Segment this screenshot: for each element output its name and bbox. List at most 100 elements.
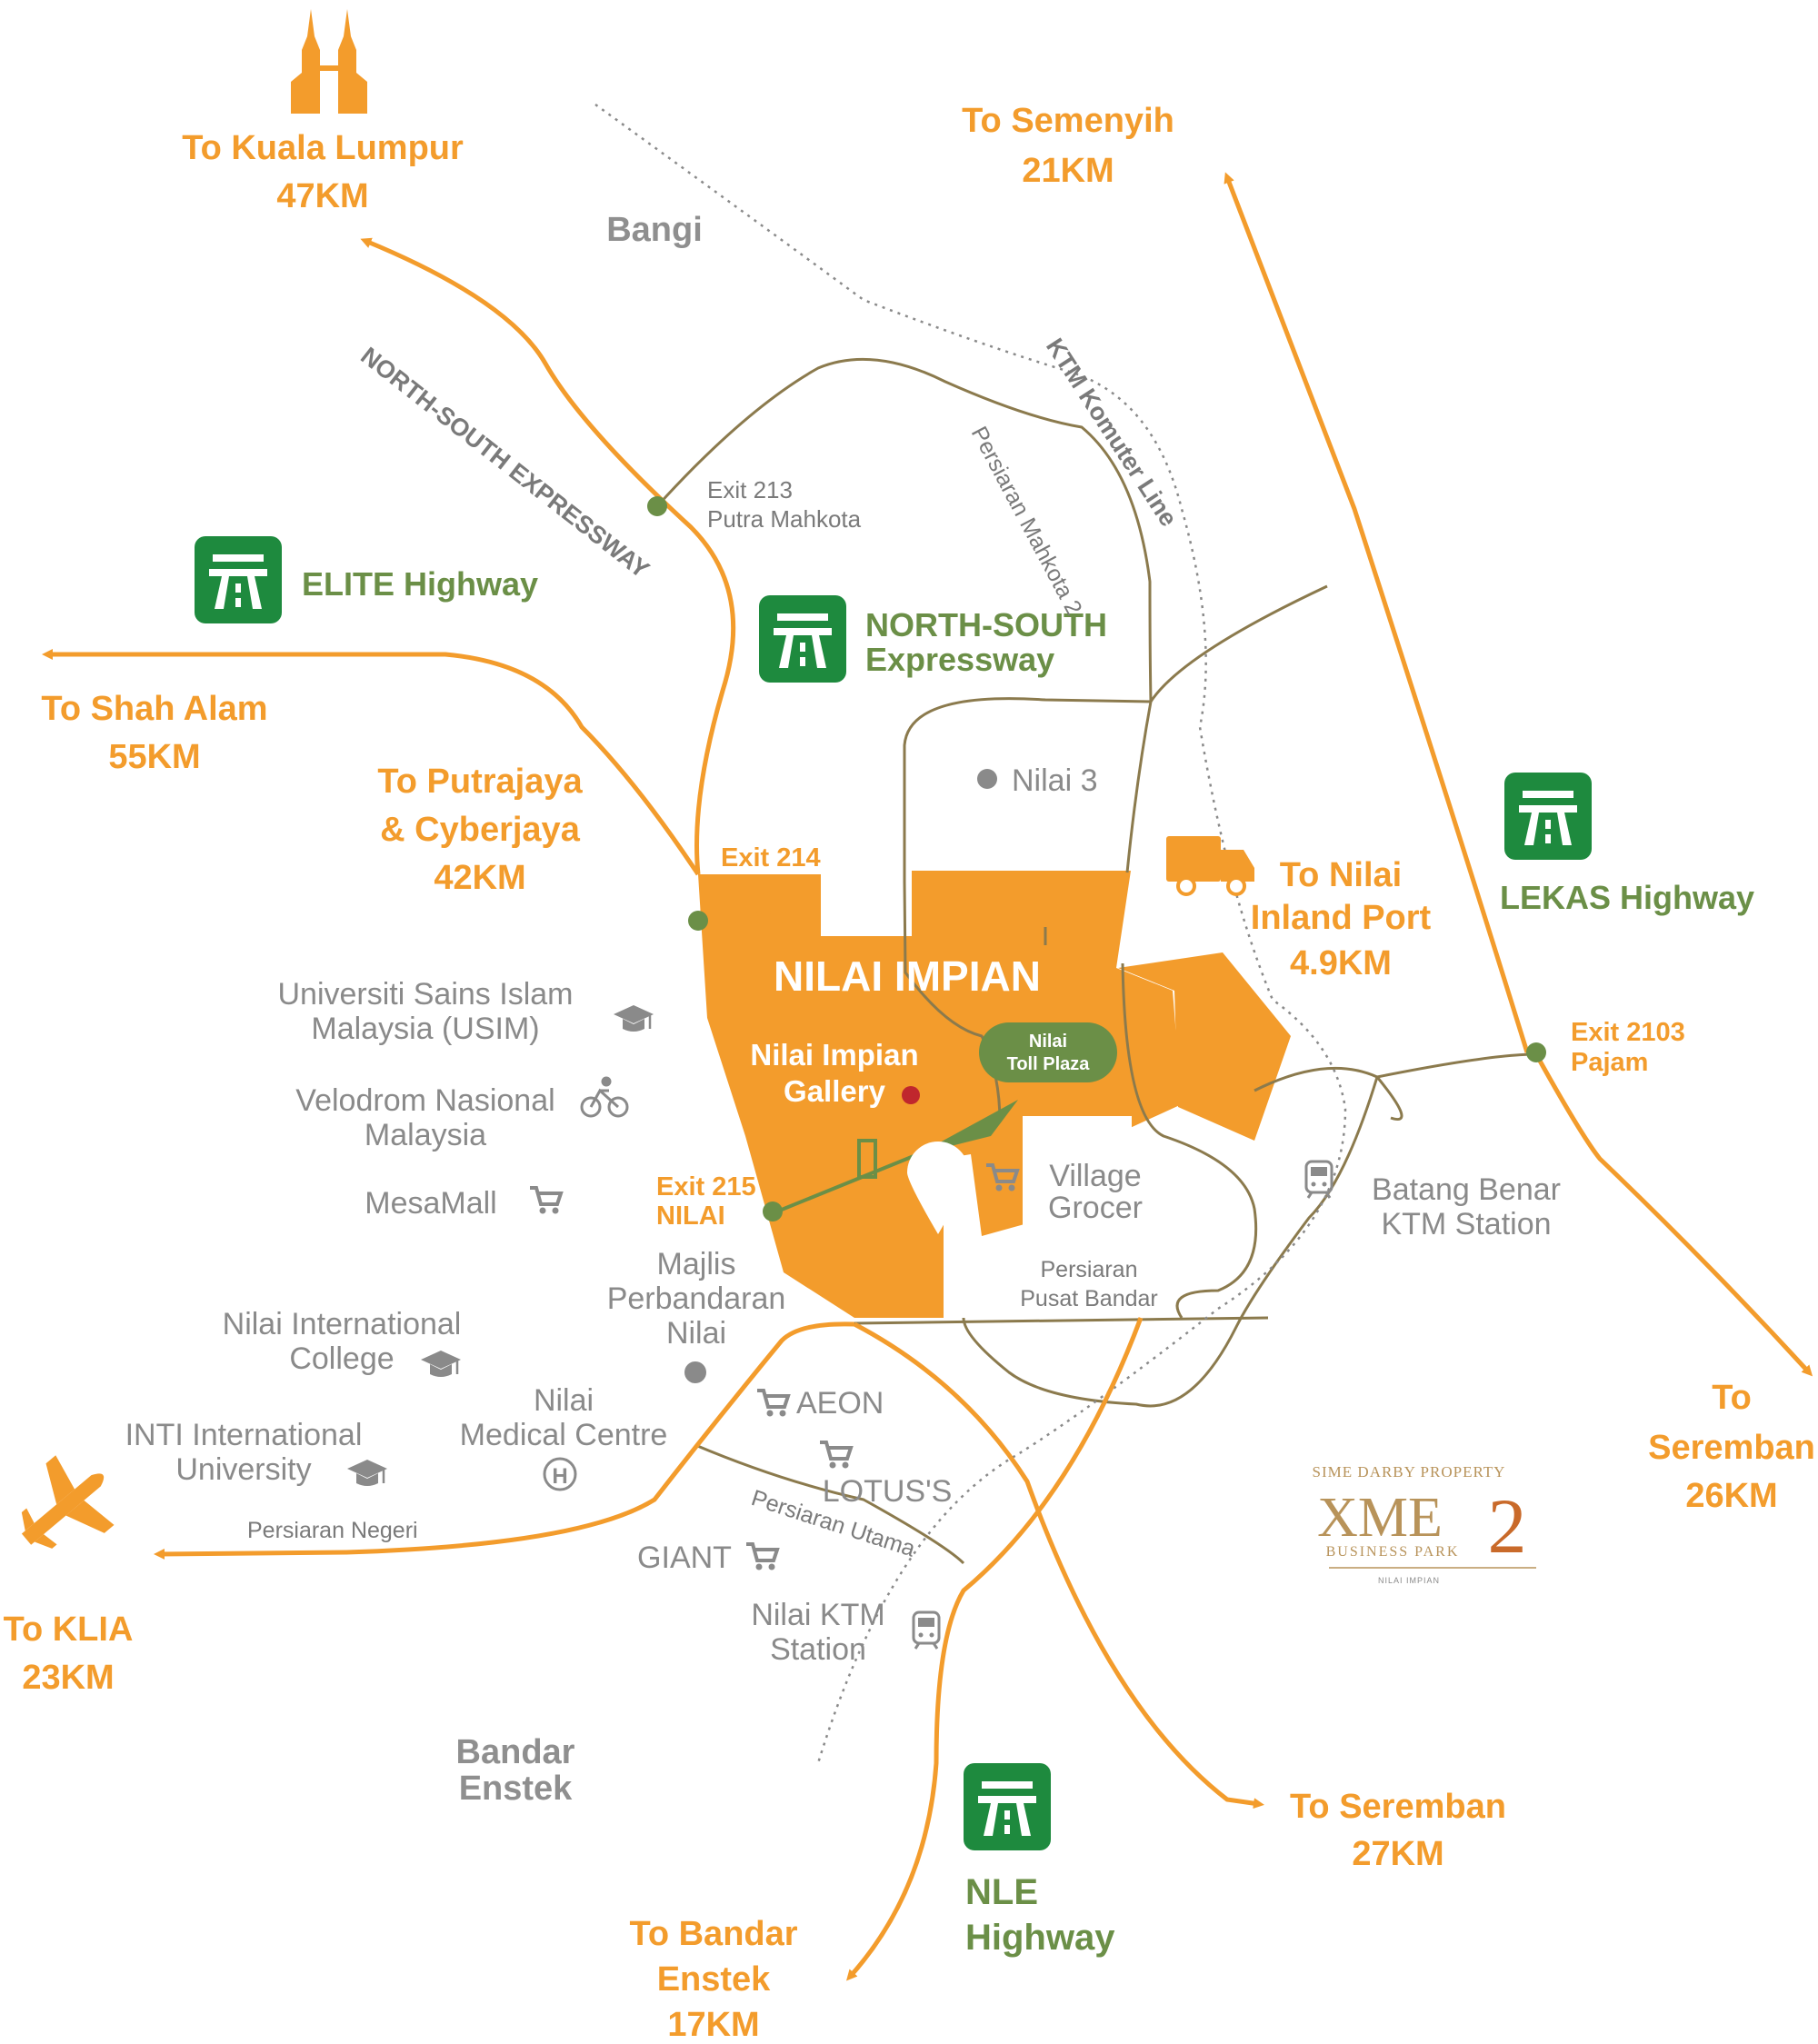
highway-icon <box>1504 773 1592 860</box>
svg-text:Putra Mahkota: Putra Mahkota <box>707 505 862 533</box>
svg-text:NILAI: NILAI <box>656 1201 725 1231</box>
svg-text:Universiti Sains Islam: Universiti Sains Islam <box>278 977 574 1012</box>
dot-marker-icon <box>684 1361 706 1383</box>
svg-text:To Seremban: To Seremban <box>1290 1788 1506 1826</box>
dot-marker-icon <box>902 1086 920 1104</box>
svg-text:Inland Port: Inland Port <box>1251 899 1432 937</box>
destination-semenyih: To Semenyih 21KM <box>962 102 1174 190</box>
svg-text:NLE: NLE <box>965 1872 1038 1912</box>
svg-text:Exit 2103: Exit 2103 <box>1571 1018 1685 1047</box>
place-majlis: Majlis Perbandaran Nilai <box>607 1247 785 1383</box>
place-inti-university: INTI International University <box>125 1418 389 1488</box>
svg-text:LOTUS'S: LOTUS'S <box>823 1474 953 1509</box>
svg-text:To: To <box>1712 1379 1752 1417</box>
svg-text:Nilai: Nilai <box>666 1316 726 1351</box>
svg-text:Exit 213: Exit 213 <box>707 476 793 504</box>
place-medical-centre: Nilai Medical Centre H <box>460 1383 668 1491</box>
ktm-line-label: KTM Komuter Line <box>1041 334 1183 532</box>
svg-text:Pajam: Pajam <box>1571 1048 1648 1077</box>
svg-text:LEKAS Highway: LEKAS Highway <box>1500 879 1754 916</box>
toll-road-connector <box>772 1100 1018 1215</box>
train-icon <box>1304 1160 1334 1200</box>
destination-shah-alam: To Shah Alam 55KM <box>41 690 267 776</box>
svg-text:Velodrom Nasional: Velodrom Nasional <box>295 1083 554 1118</box>
place-mesamall: MesaMall <box>365 1186 563 1221</box>
svg-text:BUSINESS PARK: BUSINESS PARK <box>1326 1544 1460 1560</box>
svg-text:Bandar: Bandar <box>456 1733 575 1771</box>
persiaran-negeri-label: Persiaran Negeri <box>247 1518 418 1543</box>
svg-text:Nilai: Nilai <box>721 872 776 902</box>
place-nilai-ktm: Nilai KTM Station <box>751 1598 941 1667</box>
highway-icon <box>964 1763 1051 1850</box>
svg-text:Persiaran: Persiaran <box>1041 1257 1138 1282</box>
shopping-cart-icon <box>744 1542 779 1572</box>
place-aeon: AEON <box>755 1386 884 1421</box>
svg-text:Exit 214: Exit 214 <box>721 843 821 872</box>
svg-text:Utara: Utara <box>721 902 789 931</box>
svg-text:To Shah Alam: To Shah Alam <box>41 690 267 728</box>
svg-text:NORTH-SOUTH: NORTH-SOUTH <box>865 606 1107 643</box>
svg-text:Pusat Bandar: Pusat Bandar <box>1020 1286 1158 1311</box>
svg-text:Nilai 3: Nilai 3 <box>1012 763 1097 798</box>
svg-text:GIANT: GIANT <box>637 1540 732 1575</box>
destination-bandar-enstek: To Bandar Enstek 17KM <box>629 1915 797 2044</box>
svg-text:To Kuala Lumpur: To Kuala Lumpur <box>182 129 464 167</box>
shopping-cart-icon <box>528 1186 563 1216</box>
graduation-cap-icon <box>345 1458 389 1488</box>
svg-text:Nilai Impian: Nilai Impian <box>750 1038 918 1072</box>
nle-highway-sign: NLE Highway <box>964 1763 1115 1958</box>
local-roads <box>655 357 1537 1565</box>
elite-highway-sign: ELITE Highway <box>195 536 538 623</box>
exit-markers <box>647 496 1546 1221</box>
north-south-highway-sign: NORTH-SOUTH Expressway <box>759 595 1107 683</box>
svg-text:To Bandar: To Bandar <box>629 1915 797 1953</box>
place-lotus: LOTUS'S <box>818 1441 953 1509</box>
lekas-highway-sign: LEKAS Highway <box>1500 773 1754 916</box>
place-nilai-international-college: Nilai International College <box>223 1307 463 1379</box>
place-batang-benar: Batang Benar KTM Station <box>1304 1160 1561 1241</box>
svg-text:Nilai KTM: Nilai KTM <box>751 1598 884 1632</box>
destination-seremban-south: To Seremban 27KM <box>1290 1788 1506 1873</box>
dot-marker-icon <box>977 769 997 789</box>
svg-text:4.9KM: 4.9KM <box>1290 944 1392 982</box>
place-usim: Universiti Sains Islam Malaysia (USIM) <box>278 977 655 1046</box>
svg-text:Malaysia (USIM): Malaysia (USIM) <box>311 1012 539 1046</box>
hospital-icon: H <box>543 1457 577 1491</box>
svg-text:21KM: 21KM <box>1022 152 1114 190</box>
shopping-cart-icon <box>755 1389 790 1419</box>
svg-text:Highway: Highway <box>965 1918 1115 1958</box>
highway-icon <box>195 536 282 623</box>
svg-text:Toll Plaza: Toll Plaza <box>1007 1054 1091 1074</box>
svg-text:Exit 215: Exit 215 <box>656 1172 756 1201</box>
place-giant: GIANT <box>637 1540 779 1575</box>
airplane-icon <box>21 1455 115 1549</box>
graduation-cap-icon <box>419 1349 463 1379</box>
graduation-cap-icon <box>612 1003 655 1033</box>
svg-text:55KM: 55KM <box>108 738 200 776</box>
svg-text:Medical Centre: Medical Centre <box>460 1418 668 1452</box>
svg-text:AEON: AEON <box>796 1386 884 1421</box>
twin-towers-icon <box>291 9 367 114</box>
svg-text:23KM: 23KM <box>22 1659 114 1697</box>
highway-icon <box>759 595 846 683</box>
svg-text:42KM: 42KM <box>434 859 525 897</box>
svg-text:Malaysia: Malaysia <box>365 1118 486 1152</box>
destination-putrajaya: To Putrajaya & Cyberjaya 42KM <box>377 763 583 897</box>
svg-text:Nilai: Nilai <box>534 1383 594 1418</box>
persiaran-pusat-label: Persiaran Pusat Bandar <box>1020 1257 1158 1311</box>
svg-text:Station: Station <box>770 1632 866 1667</box>
svg-text:47KM: 47KM <box>276 177 368 215</box>
nilai-toll-plaza: Nilai Toll Plaza <box>979 1022 1117 1082</box>
svg-text:KTM Station: KTM Station <box>1381 1207 1551 1241</box>
area-bangi: Bangi <box>606 211 703 249</box>
svg-text:To Putrajaya: To Putrajaya <box>377 763 583 801</box>
svg-text:2: 2 <box>1488 1482 1527 1570</box>
destination-seremban-east: To Seremban 26KM <box>1648 1379 1815 1515</box>
svg-text:Majlis: Majlis <box>657 1247 736 1281</box>
svg-text:NILAI IMPIAN: NILAI IMPIAN <box>1378 1576 1440 1585</box>
svg-text:SIME DARBY PROPERTY: SIME DARBY PROPERTY <box>1313 1463 1506 1481</box>
exit-2103-label: Exit 2103 Pajam <box>1571 1018 1685 1077</box>
svg-text:Seremban: Seremban <box>1648 1429 1815 1467</box>
area-nilai-3: Nilai 3 <box>977 763 1097 798</box>
